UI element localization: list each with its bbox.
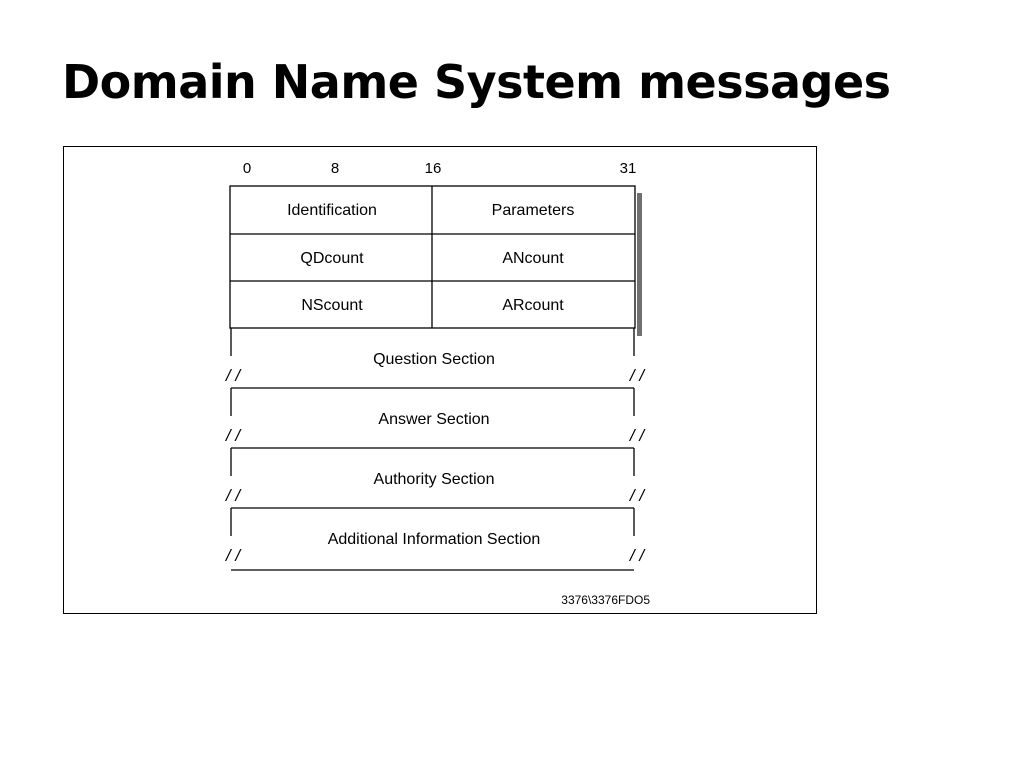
section-answer-label: Answer Section [378, 411, 489, 428]
break-mark-right: / / [629, 546, 646, 565]
header-shadow [637, 193, 642, 336]
break-mark-left: / / [225, 366, 242, 385]
section-additional-information-label: Additional Information Section [328, 531, 541, 548]
section-question-label: Question Section [373, 351, 495, 368]
break-mark-right: / / [629, 366, 646, 385]
field-identification: Identification [287, 202, 377, 219]
section-additional-information: Additional Information Section / / / / [225, 507, 646, 571]
break-mark-left: / / [225, 546, 242, 565]
figure-id: 3376\3376FDO5 [561, 593, 650, 607]
bit-label-31: 31 [620, 160, 637, 177]
bit-position-labels: 0 8 16 31 [243, 160, 637, 177]
field-arcount: ARcount [502, 297, 564, 314]
break-mark-right: / / [629, 486, 646, 505]
field-qdcount: QDcount [300, 250, 364, 267]
field-parameters: Parameters [492, 202, 575, 219]
field-ancount: ANcount [502, 250, 564, 267]
field-nscount: NScount [301, 297, 363, 314]
bit-label-0: 0 [243, 160, 251, 177]
header-block: Identification Parameters QDcount ANcoun… [229, 185, 642, 336]
bit-label-16: 16 [425, 160, 442, 177]
break-mark-left: / / [225, 426, 242, 445]
break-mark-right: / / [629, 426, 646, 445]
break-mark-left: / / [225, 486, 242, 505]
section-authority: Authority Section / / / / [225, 447, 646, 505]
bit-label-8: 8 [331, 160, 339, 177]
section-answer: Answer Section / / / / [225, 387, 646, 445]
section-authority-label: Authority Section [374, 471, 495, 488]
section-question: Question Section / / / / [225, 328, 646, 385]
slide-title: Domain Name System messages [62, 55, 891, 109]
